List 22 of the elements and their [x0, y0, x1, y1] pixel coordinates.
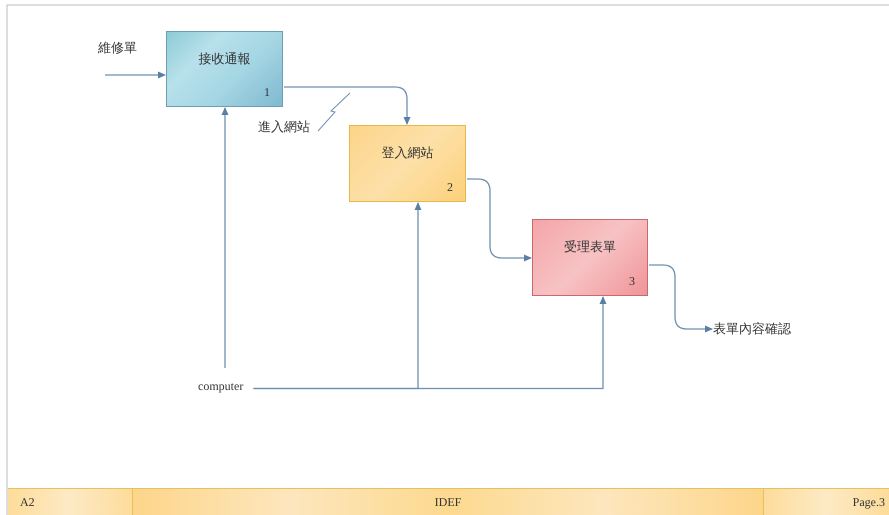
arrow — [649, 264, 713, 332]
footer-cell: IDEF — [132, 488, 763, 515]
arrow — [467, 178, 532, 262]
activity-name: 受理表單 — [563, 239, 617, 256]
edge-label: 進入網站 — [258, 118, 310, 136]
activity-number: 1 — [264, 85, 270, 100]
activity-name: 登入網站 — [380, 145, 434, 162]
activity-number: 3 — [629, 274, 635, 289]
arrow — [253, 296, 606, 390]
arrow — [284, 86, 410, 125]
arrow — [105, 72, 166, 78]
footer-cell: Page.3 — [763, 488, 889, 515]
activity-number: 2 — [447, 180, 453, 195]
arrow — [222, 107, 228, 368]
flow-text: computer — [198, 379, 244, 394]
activity-box — [166, 31, 283, 107]
activity-box — [532, 219, 648, 296]
flow-text: 表單內容確認 — [713, 320, 791, 338]
edge-label: 維修單 — [98, 39, 137, 57]
activity-name: 接收通報 — [198, 51, 252, 68]
activity-box — [349, 125, 466, 202]
footer-cell: A2 — [8, 488, 132, 515]
